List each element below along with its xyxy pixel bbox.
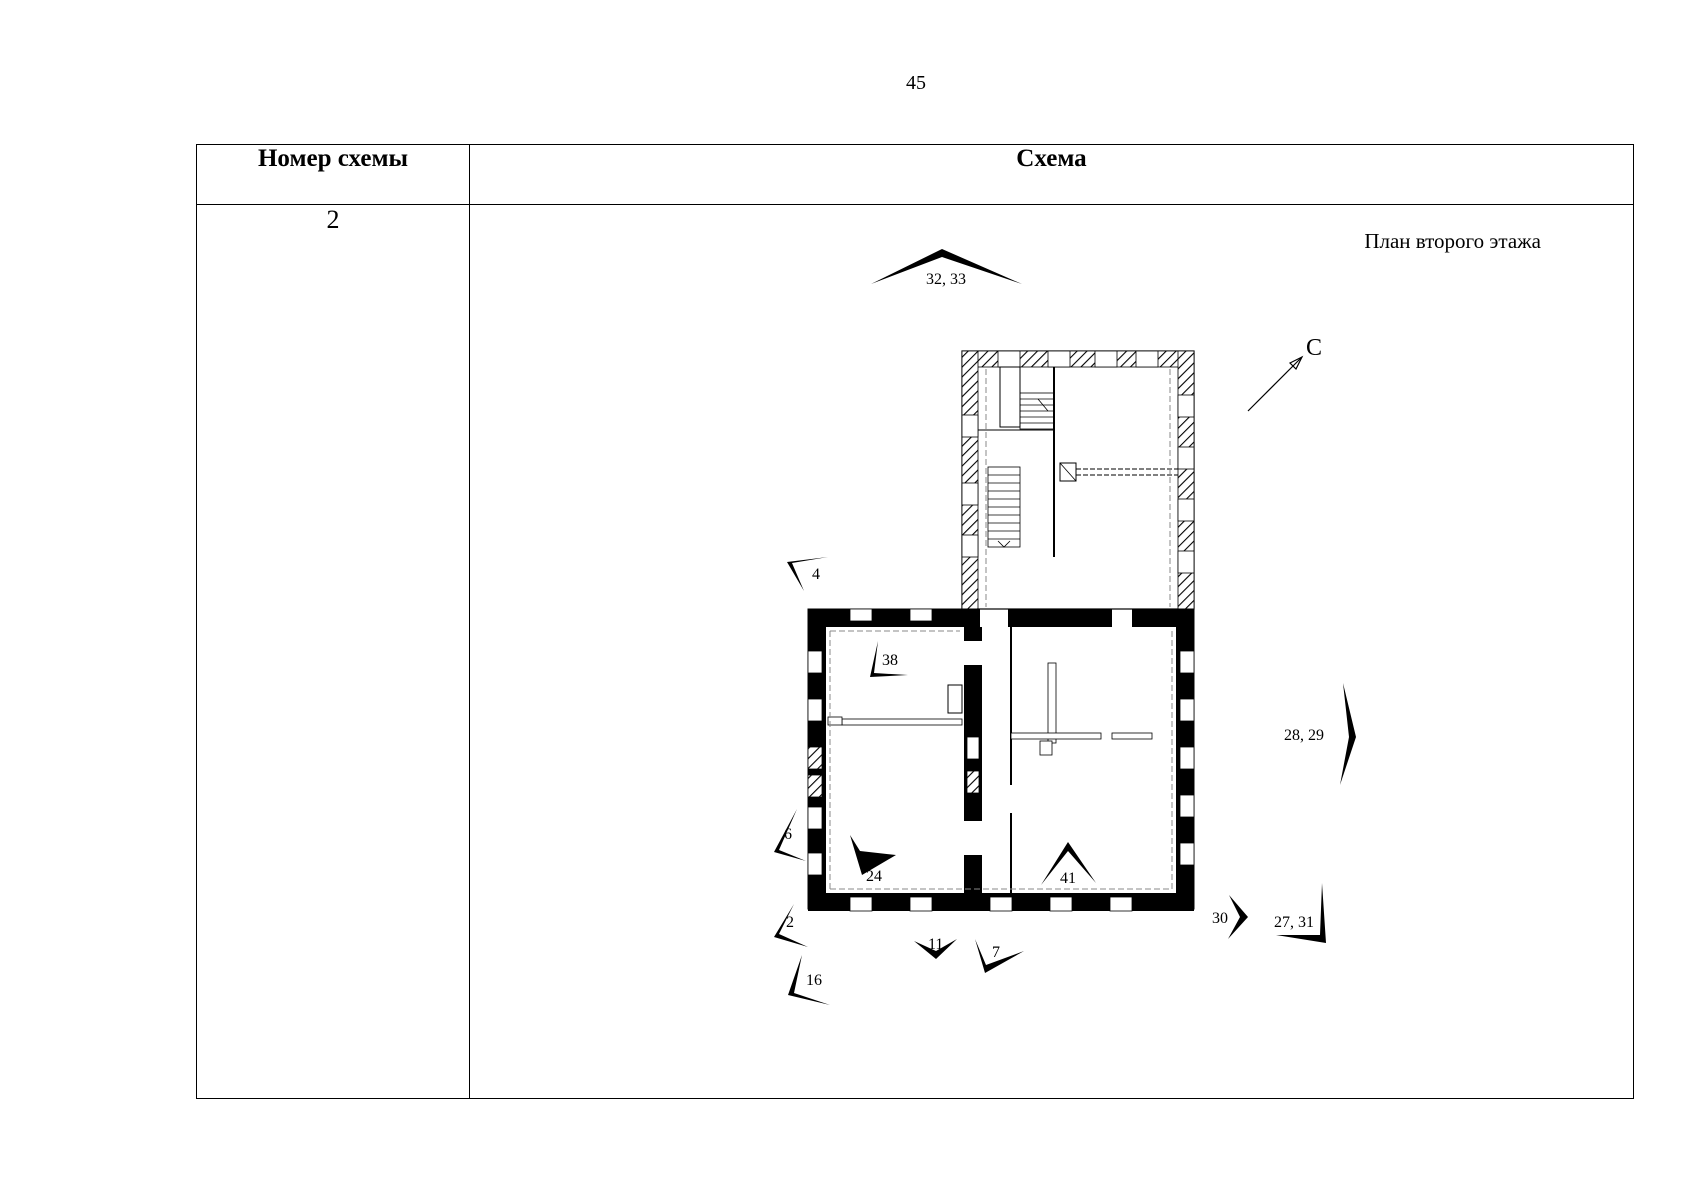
view-marker: 38 xyxy=(870,641,908,677)
view-marker: 11 xyxy=(914,936,957,959)
svg-text:30: 30 xyxy=(1212,910,1228,927)
floor-plan-drawing: С 32, 33 4 38 28, 29 xyxy=(774,249,1356,1005)
plan-title: План второго этажа xyxy=(1364,229,1541,253)
svg-text:6: 6 xyxy=(784,826,792,843)
view-marker: 24 xyxy=(850,835,896,885)
view-marker: 27, 31 xyxy=(1274,883,1326,943)
svg-text:41: 41 xyxy=(1060,870,1076,887)
plan-cell: План второго этажа xyxy=(469,204,1634,1099)
table-header-row: Номер схемы Схема xyxy=(196,144,1634,205)
svg-text:38: 38 xyxy=(882,652,898,669)
page-number: 45 xyxy=(906,72,926,94)
col-header-scheme: Схема xyxy=(469,144,1634,205)
svg-text:7: 7 xyxy=(992,944,1000,961)
view-marker: 28, 29 xyxy=(1284,683,1356,785)
view-marker: 6 xyxy=(774,809,806,861)
svg-text:28, 29: 28, 29 xyxy=(1284,727,1324,744)
svg-text:27, 31: 27, 31 xyxy=(1274,914,1314,931)
svg-text:32, 33: 32, 33 xyxy=(926,271,966,288)
north-arrow: С xyxy=(1247,335,1322,412)
view-marker: 32, 33 xyxy=(871,249,1022,288)
view-marker: 2 xyxy=(774,904,808,947)
svg-text:11: 11 xyxy=(928,936,943,953)
svg-text:16: 16 xyxy=(806,972,822,989)
view-marker: 7 xyxy=(975,939,1024,973)
view-marker: 16 xyxy=(788,955,830,1005)
lower-staircase xyxy=(987,466,1021,548)
table-row: 2 План второго этажа xyxy=(196,204,1634,1099)
scheme-number: 2 xyxy=(196,204,470,1099)
north-label: С xyxy=(1306,335,1322,361)
svg-text:24: 24 xyxy=(866,868,882,885)
view-marker: 41 xyxy=(1041,842,1096,887)
col-header-number: Номер схемы xyxy=(196,144,470,205)
view-marker: 30 xyxy=(1212,895,1248,939)
upper-staircase xyxy=(1019,392,1055,430)
view-marker: 4 xyxy=(787,557,828,591)
svg-text:2: 2 xyxy=(786,914,794,931)
scheme-table: Номер схемы Схема 2 План второго этажа xyxy=(196,144,1634,1099)
north-annex xyxy=(961,350,1195,610)
main-block xyxy=(807,608,1195,912)
svg-text:4: 4 xyxy=(812,566,820,583)
